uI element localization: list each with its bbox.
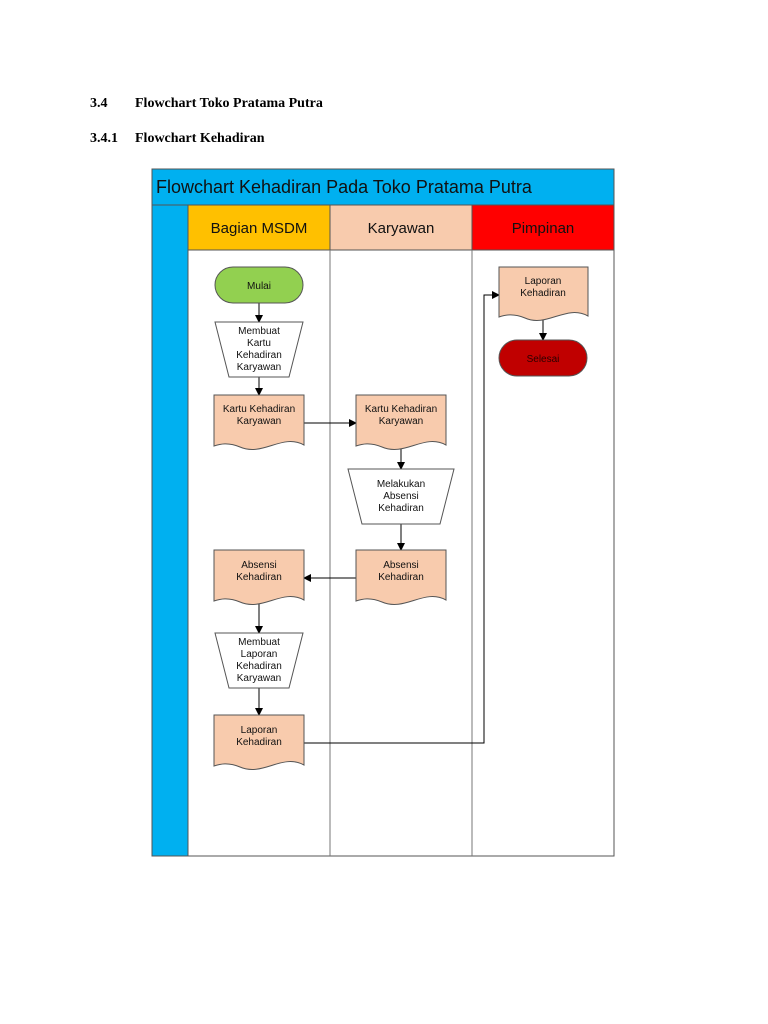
node-label-line: Kartu Kehadiran	[365, 404, 437, 415]
end-terminator	[498, 339, 588, 377]
node-label-line: Kehadiran	[378, 572, 424, 583]
node-label-line: Karyawan	[237, 416, 281, 427]
start-terminator	[214, 266, 304, 304]
lane-header-pimpinan	[471, 204, 615, 251]
node-label-line: Kehadiran	[236, 661, 282, 672]
document-shape	[213, 549, 305, 605]
flowchart-title-bar	[151, 168, 615, 206]
subsection-number: 3.4.1	[90, 131, 118, 146]
document-shape	[213, 394, 305, 450]
node-selesai: Selesai	[498, 339, 588, 377]
document-shape	[355, 394, 447, 450]
node-label-line: Kehadiran	[520, 288, 566, 299]
manual-operation-shape	[347, 468, 455, 525]
flowchart-title: Flowchart Kehadiran Pada Toko Pratama Pu…	[156, 177, 533, 197]
node-label-line: Laporan	[241, 725, 278, 736]
node-laporan-kehadiran-pimpinan: Laporan Kehadiran	[498, 266, 589, 321]
node-membuat-kartu: Membuat Kartu Kehadiran Karyawan	[214, 321, 304, 378]
node-label-line: Kehadiran	[236, 572, 282, 583]
node-kartu-kehadiran-karyawan: Kartu Kehadiran Karyawan	[355, 394, 447, 450]
node-melakukan-absensi: Melakukan Absensi Kehadiran	[347, 468, 455, 525]
manual-operation-shape	[214, 321, 304, 378]
lane-label-bagian-msdm: Bagian MSDM	[211, 220, 308, 237]
node-kartu-kehadiran-msdm: Kartu Kehadiran Karyawan	[213, 394, 305, 450]
node-label-line: Membuat	[238, 637, 280, 648]
node-label-line: Karyawan	[237, 362, 281, 373]
node-label-line: Selesai	[527, 354, 560, 365]
node-laporan-kehadiran-msdm: Laporan Kehadiran	[213, 714, 305, 770]
node-label-line: Melakukan	[377, 479, 425, 490]
node-label-line: Kehadiran	[236, 737, 282, 748]
node-label-line: Membuat	[238, 326, 280, 337]
node-label-line: Absensi	[383, 491, 419, 502]
node-label-line: Karyawan	[237, 673, 281, 684]
node-label-line: Absensi	[383, 560, 419, 571]
node-label-line: Kehadiran	[236, 350, 282, 361]
lane-header-bagian-msdm	[187, 204, 331, 251]
document-shape	[498, 266, 589, 321]
node-membuat-laporan: Membuat Laporan Kehadiran Karyawan	[214, 632, 304, 689]
node-label-line: Kehadiran	[378, 503, 424, 514]
pool-side-bar	[151, 204, 189, 857]
section-title: Flowchart Toko Pratama Putra	[135, 96, 323, 111]
node-label-line: Karyawan	[379, 416, 423, 427]
connector-arrow	[304, 291, 500, 744]
node-absensi-kehadiran-msdm: Absensi Kehadiran	[213, 549, 305, 605]
subsection-title: Flowchart Kehadiran	[135, 131, 265, 146]
node-label-line: Laporan	[525, 276, 562, 287]
document-shape	[213, 714, 305, 770]
lane-label-karyawan: Karyawan	[368, 220, 435, 237]
node-label-line: Kartu	[247, 338, 271, 349]
lane-label-pimpinan: Pimpinan	[512, 220, 575, 237]
document-shape	[355, 549, 447, 605]
node-label-line: Laporan	[241, 649, 278, 660]
node-label-line: Absensi	[241, 560, 277, 571]
node-absensi-kehadiran-karyawan: Absensi Kehadiran	[355, 549, 447, 605]
node-label-line: Mulai	[247, 281, 271, 292]
manual-operation-shape	[214, 632, 304, 689]
node-label-line: Kartu Kehadiran	[223, 404, 295, 415]
node-mulai: Mulai	[214, 266, 304, 304]
section-number: 3.4	[90, 96, 108, 111]
